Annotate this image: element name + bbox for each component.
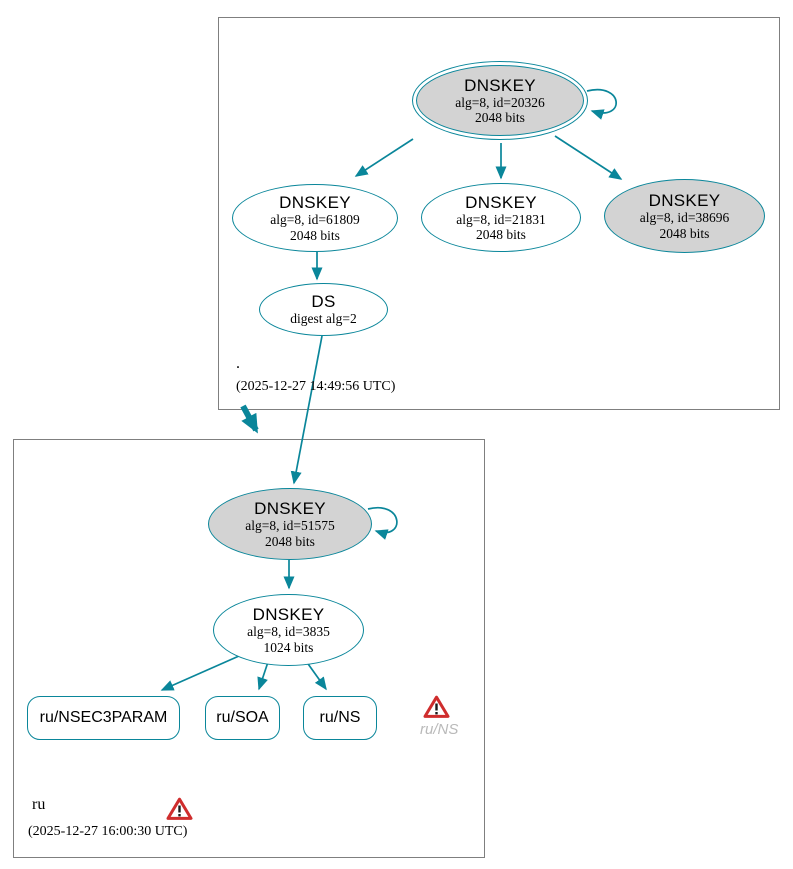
rrset-label: ru/NSEC3PARAM bbox=[39, 709, 168, 726]
node-title: DNSKEY bbox=[465, 192, 537, 212]
node-title: DNSKEY bbox=[252, 605, 325, 625]
node-detail: 1024 bits bbox=[263, 639, 314, 655]
node-title: DNSKEY bbox=[254, 499, 326, 519]
node-detail: 2048 bits bbox=[290, 227, 340, 243]
zone-timestamp-root: (2025-12-27 14:49:56 UTC) bbox=[236, 379, 396, 394]
node-detail: 2048 bits bbox=[265, 533, 315, 549]
node-detail: alg=8, id=20326 bbox=[455, 94, 545, 110]
node-detail: digest alg=2 bbox=[290, 311, 357, 327]
dnskey-node-20326[interactable]: DNSKEY alg=8, id=20326 2048 bits bbox=[412, 61, 588, 140]
rrset-label: ru/NS bbox=[319, 709, 361, 726]
dnskey-node-21831[interactable]: DNSKEY alg=8, id=21831 2048 bits bbox=[421, 183, 581, 252]
node-detail: alg=8, id=61809 bbox=[270, 212, 360, 228]
node-detail: alg=8, id=51575 bbox=[245, 518, 335, 534]
node-detail: 2048 bits bbox=[659, 225, 710, 241]
dnskey-node-51575[interactable]: DNSKEY alg=8, id=51575 2048 bits bbox=[208, 488, 372, 560]
ds-node[interactable]: DS digest alg=2 bbox=[259, 283, 388, 336]
node-title: DNSKEY bbox=[648, 191, 721, 211]
warning-icon[interactable] bbox=[423, 695, 450, 719]
node-title: DNSKEY bbox=[279, 193, 351, 213]
warning-rrset-label: ru/NS bbox=[420, 721, 459, 738]
node-detail: alg=8, id=38696 bbox=[639, 210, 730, 226]
zone-name-root: . bbox=[236, 355, 240, 372]
node-detail: 2048 bits bbox=[475, 110, 525, 126]
double-ring bbox=[416, 65, 584, 136]
dnskey-node-3835[interactable]: DNSKEY alg=8, id=3835 1024 bits bbox=[213, 594, 364, 666]
node-title: DS bbox=[311, 292, 336, 312]
node-title: DNSKEY bbox=[464, 75, 536, 95]
node-detail: 2048 bits bbox=[476, 227, 526, 243]
zone-box-root bbox=[218, 17, 780, 410]
rrset-ru-soa[interactable]: ru/SOA bbox=[205, 696, 280, 740]
warning-icon[interactable] bbox=[166, 797, 193, 821]
zone-name-ru: ru bbox=[32, 796, 46, 813]
zone-box-ru bbox=[13, 439, 485, 858]
node-detail: alg=8, id=3835 bbox=[247, 624, 330, 640]
rrset-ru-nsec3param[interactable]: ru/NSEC3PARAM bbox=[27, 696, 180, 740]
dnskey-node-38696[interactable]: DNSKEY alg=8, id=38696 2048 bits bbox=[604, 179, 765, 253]
node-detail: alg=8, id=21831 bbox=[456, 211, 546, 227]
rrset-ru-ns[interactable]: ru/NS bbox=[303, 696, 377, 740]
rrset-label: ru/SOA bbox=[216, 709, 269, 726]
zone-timestamp-ru: (2025-12-27 16:00:30 UTC) bbox=[28, 824, 188, 839]
dnskey-node-61809[interactable]: DNSKEY alg=8, id=61809 2048 bits bbox=[232, 184, 398, 252]
